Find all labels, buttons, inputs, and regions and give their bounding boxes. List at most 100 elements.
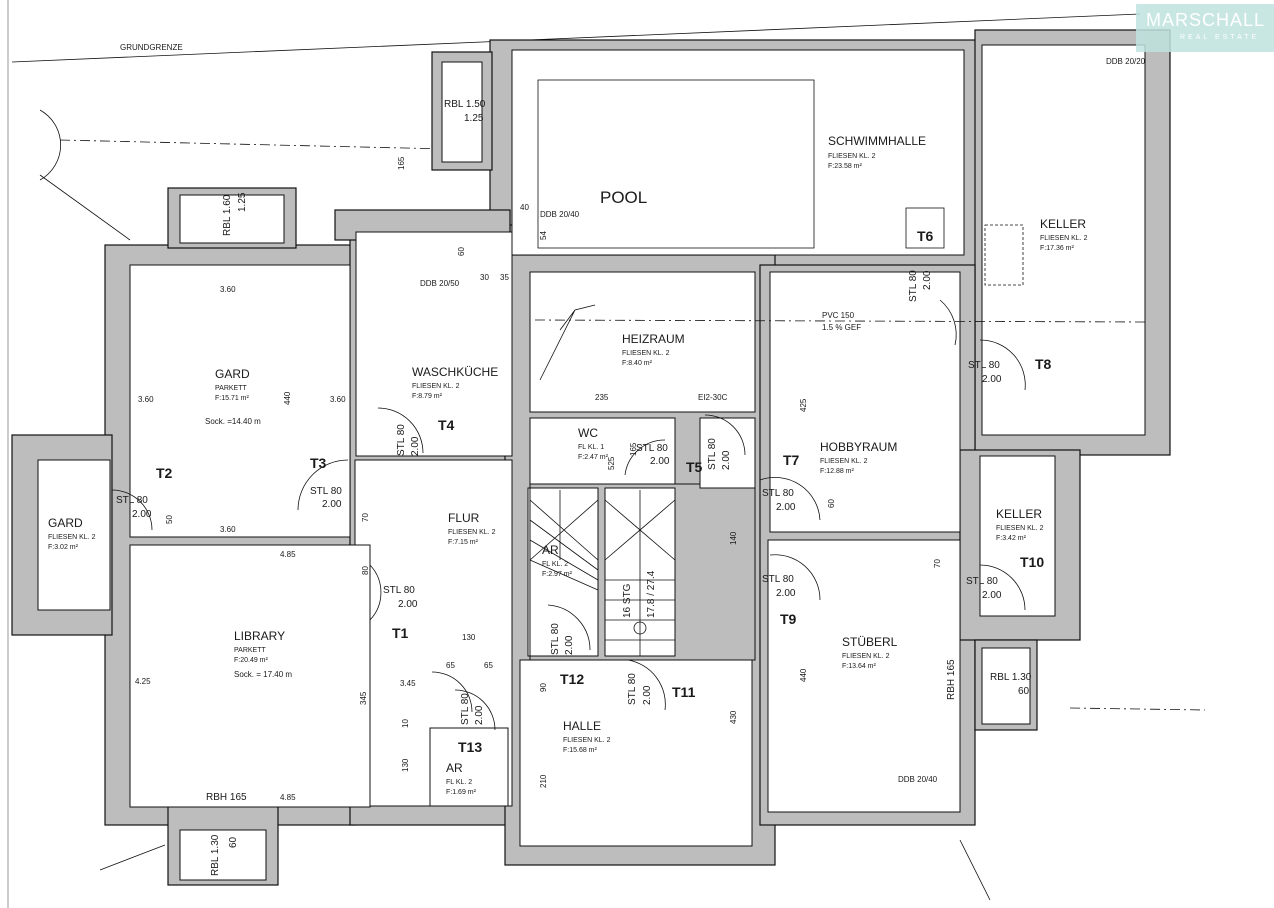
dim-ar-130: 130 (401, 758, 410, 772)
stl-t4-label: STL 80 (396, 424, 407, 456)
room-flur-floor: FLIESEN KL. 2 (448, 529, 496, 536)
room-heizraum-area: F:8.40 m² (622, 360, 653, 367)
room-library-floor: PARKETT (234, 647, 266, 654)
room-keller1-area: F:17.36 m² (1040, 245, 1075, 252)
room-wc-floor: FL KL. 1 (578, 444, 604, 451)
room-hobbyraum-floor: FLIESEN KL. 2 (820, 458, 868, 465)
rbl-library: RBL 1.30 (210, 834, 221, 876)
stairs (529, 490, 676, 656)
dim-library-top: 4.85 (280, 550, 296, 559)
room-halle-floor: FLIESEN KL. 2 (563, 737, 611, 744)
door-t9: T9 (780, 611, 797, 627)
ei-label: EI2-30C (698, 393, 728, 402)
stl-t8-height: 2.00 (982, 374, 1002, 385)
room-stueberl-name: STÜBERL (842, 635, 898, 649)
room-gard2-floor: FLIESEN KL. 2 (48, 534, 96, 541)
stl-t4-height: 2.00 (410, 436, 421, 456)
keller-frame (984, 224, 1024, 286)
garden-arc (39, 109, 61, 181)
room-heizraum-name: HEIZRAUM (622, 332, 685, 346)
room-hobbyraum-name: HOBBYRAUM (820, 440, 897, 454)
stl-t5-label: STL 80 (636, 443, 668, 454)
stl-t10-label: STL 80 (966, 576, 998, 587)
stl-t2-height: 2.00 (132, 509, 152, 520)
room-heizraum-floor: FLIESEN KL. 2 (622, 350, 670, 357)
room-ar1-area: F:2.97 m² (542, 571, 573, 578)
room-hobbyraum-area: F:12.88 m² (820, 468, 855, 475)
dim-30: 30 (480, 273, 489, 282)
room-keller2-floor: FLIESEN KL. 2 (996, 525, 1044, 532)
room-library-area: F:20.49 m² (234, 657, 269, 664)
door-t8: T8 (1035, 356, 1052, 372)
room-stueberl-area: F:13.64 m² (842, 663, 877, 670)
dim-gard-right: 3.60 (330, 395, 346, 404)
dim-gard-50: 50 (165, 515, 174, 524)
annotations: 16 STG 17.8 / 27.4 EI2-30C PVC 150 1.5 %… (135, 57, 1146, 876)
door-t11: T11 (672, 684, 696, 700)
stl-t2-label: STL 80 (116, 495, 148, 506)
rbh-stueberl: RBH 165 (946, 659, 957, 700)
dim-525: 525 (607, 456, 616, 470)
room-pool-name: POOL (600, 188, 647, 207)
stl-t8-label: STL 80 (968, 360, 1000, 371)
room-keller2-area: F:3.42 m² (996, 535, 1027, 542)
stl-t12-label: STL 80 (550, 623, 561, 655)
dim-65b: 65 (484, 661, 493, 670)
dim-library-left: 4.25 (135, 677, 151, 686)
grundgrenze-label: GRUNDGRENZE (120, 43, 183, 52)
marschall-logo: MARSCHALL REAL ESTATE (1136, 4, 1274, 52)
dim-40: 40 (520, 203, 529, 212)
logo-tagline: REAL ESTATE (1180, 34, 1260, 41)
dim-keller-70: 70 (933, 559, 942, 568)
room-schwimmhalle-area: F:23.58 m² (828, 163, 863, 170)
door-t2: T2 (156, 465, 173, 481)
room-library-name: LIBRARY (234, 629, 285, 643)
ddb-stueberl: DDB 20/40 (898, 775, 938, 784)
stl-wc-label: STL 80 (707, 438, 718, 470)
dim-library-345b: 3.45 (400, 679, 416, 688)
door-t12: T12 (560, 671, 584, 687)
gef-label: 1.5 % GEF (822, 323, 861, 332)
dim-140: 140 (729, 531, 738, 545)
room-ar2-name: AR (446, 761, 463, 775)
logo-name: MARSCHALL (1146, 10, 1266, 30)
room-wc-name: WC (578, 426, 598, 440)
door-t10: T10 (1020, 554, 1044, 570)
door-t6: T6 (917, 228, 934, 244)
axis-line-mid (534, 319, 1146, 323)
room-schwimmhalle-floor: FLIESEN KL. 2 (828, 153, 876, 160)
door-t1: T1 (392, 625, 409, 641)
dim-gard-left: 3.60 (138, 395, 154, 404)
stl-t10-height: 2.00 (982, 590, 1002, 601)
dim-gard-bottom: 3.60 (220, 525, 236, 534)
room-gard2-name: GARD (48, 516, 83, 530)
dim-flur-70: 70 (361, 513, 370, 522)
stl-t1-height: 2.00 (398, 599, 418, 610)
heizraum-mark (539, 304, 596, 381)
rbh-library: RBH 165 (206, 792, 247, 803)
door-t7: T7 (783, 452, 800, 468)
stl-t1-label: STL 80 (383, 585, 415, 596)
stairs-count: 16 STG (622, 583, 633, 618)
stl-t13-label: STL 80 (460, 693, 471, 725)
room-flur-area: F:7.15 m² (448, 539, 479, 546)
dim-hobby-60: 60 (827, 499, 836, 508)
stl-t12-height: 2.00 (564, 635, 575, 655)
stl-wc-height: 2.00 (721, 450, 732, 470)
t6-box (905, 207, 945, 249)
room-ar2-floor: FL KL. 2 (446, 779, 472, 786)
stl-t6-height: 2.00 (922, 270, 933, 290)
dim-10: 10 (401, 719, 410, 728)
stl-specs: STL 80 2.00 STL 80 2.00 STL 80 2.00 STL … (116, 270, 1002, 725)
door-labels: T1 T2 T3 T4 T5 T6 T7 T8 T9 T10 T11 T12 T… (156, 228, 1052, 755)
axis-line-top (59, 139, 491, 151)
dim-165: 165 (397, 156, 406, 170)
room-gard1-floor: PARKETT (215, 385, 247, 392)
dim-54: 54 (539, 231, 548, 240)
door-t4: T4 (438, 417, 455, 433)
grundgrenze-line (11, 13, 1141, 63)
rbl-gard: RBL 1.60 (222, 194, 233, 236)
dim-hobby-425: 425 (799, 398, 808, 412)
room-wc-area: F:2.47 m² (578, 454, 609, 461)
